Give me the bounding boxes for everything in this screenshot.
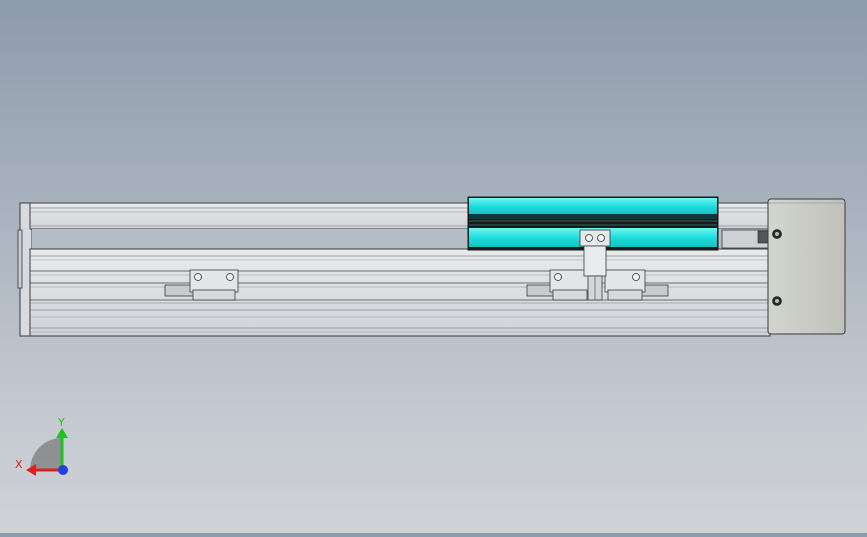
screw-icon xyxy=(585,234,593,242)
y-axis-label: Y xyxy=(57,416,65,429)
triad-plane-icon xyxy=(30,438,62,470)
left-end-tab xyxy=(17,229,23,289)
screw-icon xyxy=(194,273,202,281)
sensor-flag[interactable] xyxy=(579,229,611,301)
sensor-bracket-left[interactable] xyxy=(164,269,239,301)
carriage-top-strip xyxy=(469,198,717,214)
z-axis-icon xyxy=(58,465,68,475)
motor-housing[interactable] xyxy=(767,198,846,335)
orientation-triad: Y X xyxy=(15,416,68,476)
x-axis-label: X xyxy=(15,458,23,471)
sensor-bracket-right[interactable] xyxy=(604,269,669,301)
screw-icon xyxy=(226,273,234,281)
linear-module[interactable] xyxy=(17,196,846,337)
screw-icon xyxy=(632,273,640,281)
sensor-bracket-center[interactable] xyxy=(526,269,591,301)
screw-icon xyxy=(554,273,562,281)
screw-icon xyxy=(597,234,605,242)
